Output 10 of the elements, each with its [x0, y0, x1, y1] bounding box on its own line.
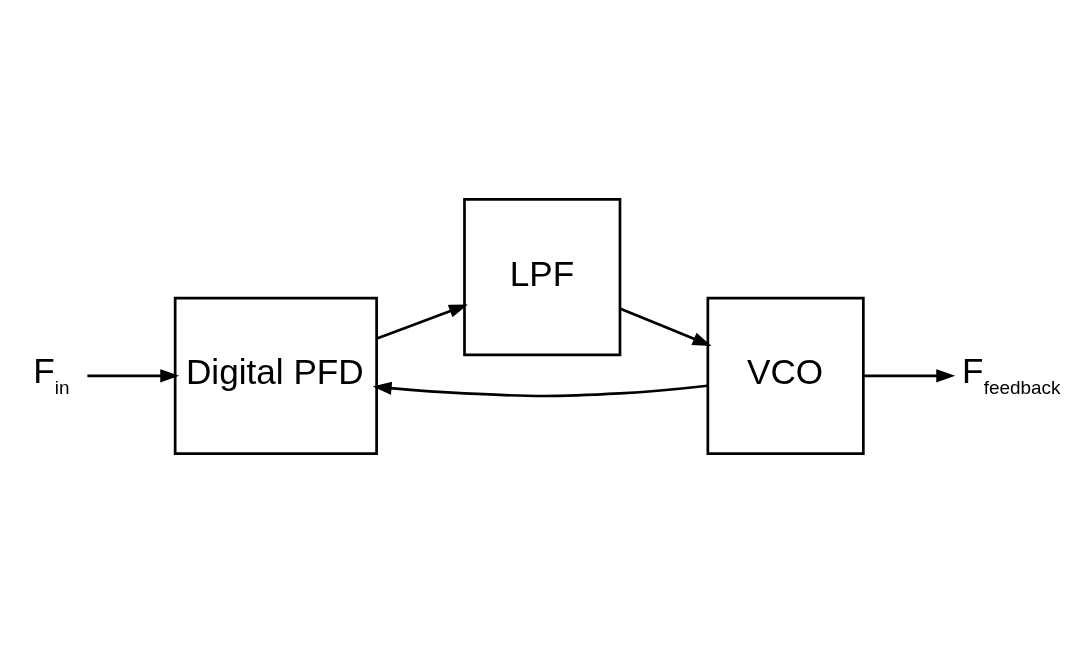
arrow	[372, 381, 708, 398]
node-text: F$_{in}$	[33, 351, 70, 398]
node-box: Digital PFD	[173, 296, 378, 455]
node-box: VCO	[706, 296, 865, 455]
node-box: LPF	[463, 198, 622, 357]
arrow	[863, 369, 956, 383]
arrow	[87, 369, 180, 383]
arrow	[619, 307, 712, 347]
node-text: F$_{feedback}$	[962, 351, 1061, 398]
arrow	[376, 304, 468, 340]
